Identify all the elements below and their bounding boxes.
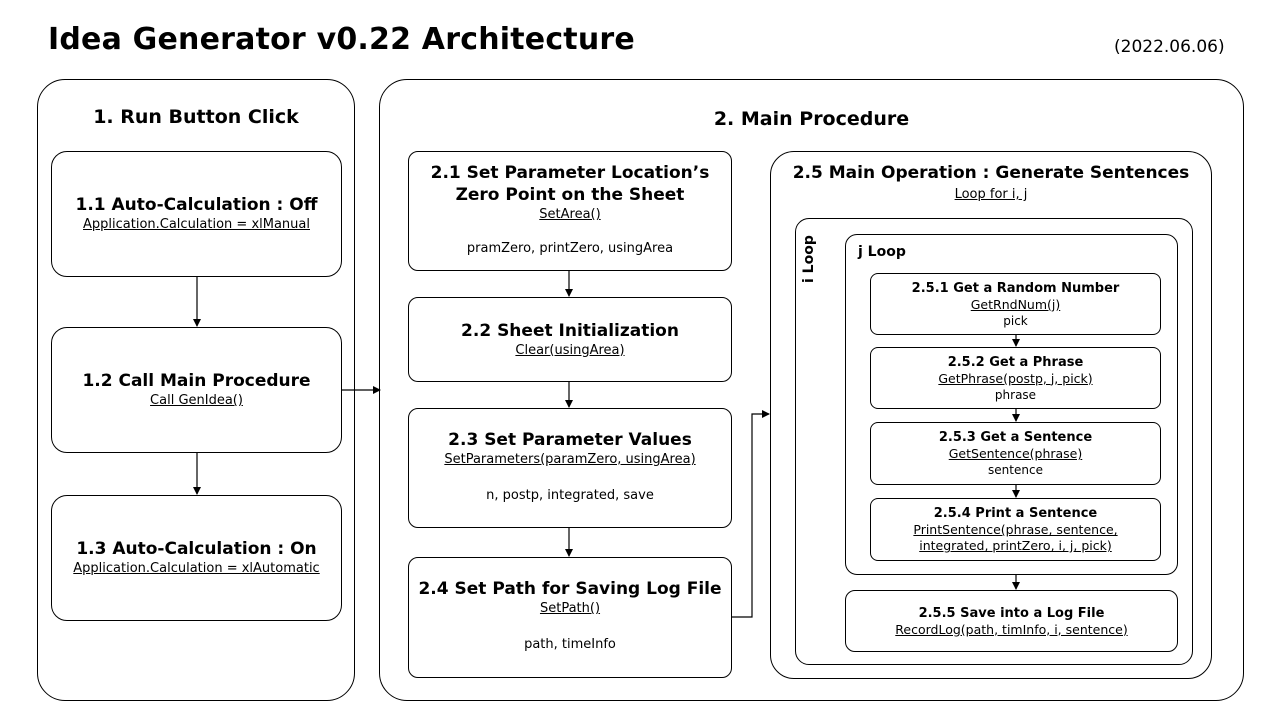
step-variables: sentence [988, 463, 1043, 477]
diagram-title: Idea Generator v0.22 Architecture [48, 22, 635, 57]
step-code: SetPath() [539, 601, 601, 616]
step-2-4: 2.4 Set Path for Saving Log File SetPath… [408, 557, 732, 678]
diagram-date: (2022.06.06) [1114, 37, 1225, 57]
step-1-3: 1.3 Auto-Calculation : On Application.Ca… [51, 495, 342, 621]
step-code: SetArea() [539, 207, 601, 222]
step-1-2: 1.2 Call Main Procedure Call GenIdea() [51, 327, 342, 453]
arrow-2-4-to-2-5 [732, 410, 770, 618]
step-code: Clear(usingArea) [515, 342, 625, 358]
step-heading: 2.5.2 Get a Phrase [947, 354, 1084, 370]
step-variables: phrase [994, 387, 1037, 402]
step-2-5-3: 2.5.3 Get a Sentence GetSentence(phrase)… [870, 422, 1161, 485]
step-heading: 2.5.5 Save into a Log File [918, 605, 1105, 621]
step-2-5-5: 2.5.5 Save into a Log File RecordLog(pat… [845, 590, 1178, 652]
step-heading: Zero Point on the Sheet [455, 185, 685, 205]
step-1-1: 1.1 Auto-Calculation : Off Application.C… [51, 151, 342, 277]
step-2-5-1: 2.5.1 Get a Random Number GetRndNum(j) p… [870, 273, 1161, 335]
step-heading: 2.4 Set Path for Saving Log File [418, 579, 722, 599]
step-variables: n, postp, integrated, save [486, 488, 654, 503]
step-heading: 2.5.4 Print a Sentence [933, 506, 1098, 521]
step-2-1: 2.1 Set Parameter Location’s Zero Point … [408, 151, 732, 271]
step-code: GetPhrase(postp, j, pick) [938, 370, 1093, 386]
step-code: SetParameters(paramZero, usingArea) [444, 452, 696, 467]
step-heading: 2.2 Sheet Initialization [461, 320, 679, 341]
step-heading: 1.2 Call Main Procedure [82, 371, 311, 391]
step-variables: path, timeInfo [524, 637, 616, 652]
step-code: Call GenIdea() [150, 393, 243, 408]
step-code: RecordLog(path, timInfo, i, sentence) [895, 621, 1128, 637]
step-variables: pick [1003, 313, 1028, 328]
step-2-2: 2.2 Sheet Initialization Clear(usingArea… [408, 297, 732, 382]
step-heading: 2.5.3 Get a Sentence [938, 430, 1093, 445]
step-heading: 1.3 Auto-Calculation : On [76, 539, 317, 559]
panel-main-procedure-title: 2. Main Procedure [713, 108, 910, 130]
step-heading: 2.5.1 Get a Random Number [911, 280, 1120, 296]
step-heading: 1.1 Auto-Calculation : Off [75, 195, 318, 215]
step-2-5-4: 2.5.4 Print a Sentence PrintSentence(phr… [870, 498, 1161, 561]
panel-run-button-click-title: 1. Run Button Click [93, 106, 299, 128]
step-code: GetSentence(phrase) [948, 446, 1083, 461]
step-code: integrated, printZero, i, j, pick) [919, 538, 1112, 553]
step-variables: pramZero, printZero, usingArea [466, 241, 674, 256]
step-heading: 2.3 Set Parameter Values [448, 430, 692, 450]
step-2-5-2: 2.5.2 Get a Phrase GetPhrase(postp, j, p… [870, 347, 1161, 409]
step-heading: 2.1 Set Parameter Location’s [430, 163, 710, 183]
j-loop-label: j Loop [858, 244, 906, 260]
step-2-3: 2.3 Set Parameter Values SetParameters(p… [408, 408, 732, 528]
main-operation-subtitle: Loop for i, j [954, 187, 1028, 202]
step-code: Application.Calculation = xlAutomatic [73, 561, 320, 576]
main-operation-title: 2.5 Main Operation : Generate Sentences [792, 163, 1190, 183]
step-code: Application.Calculation = xlManual [83, 217, 310, 232]
step-code: GetRndNum(j) [970, 296, 1061, 312]
step-code: PrintSentence(phrase, sentence, [913, 522, 1118, 537]
